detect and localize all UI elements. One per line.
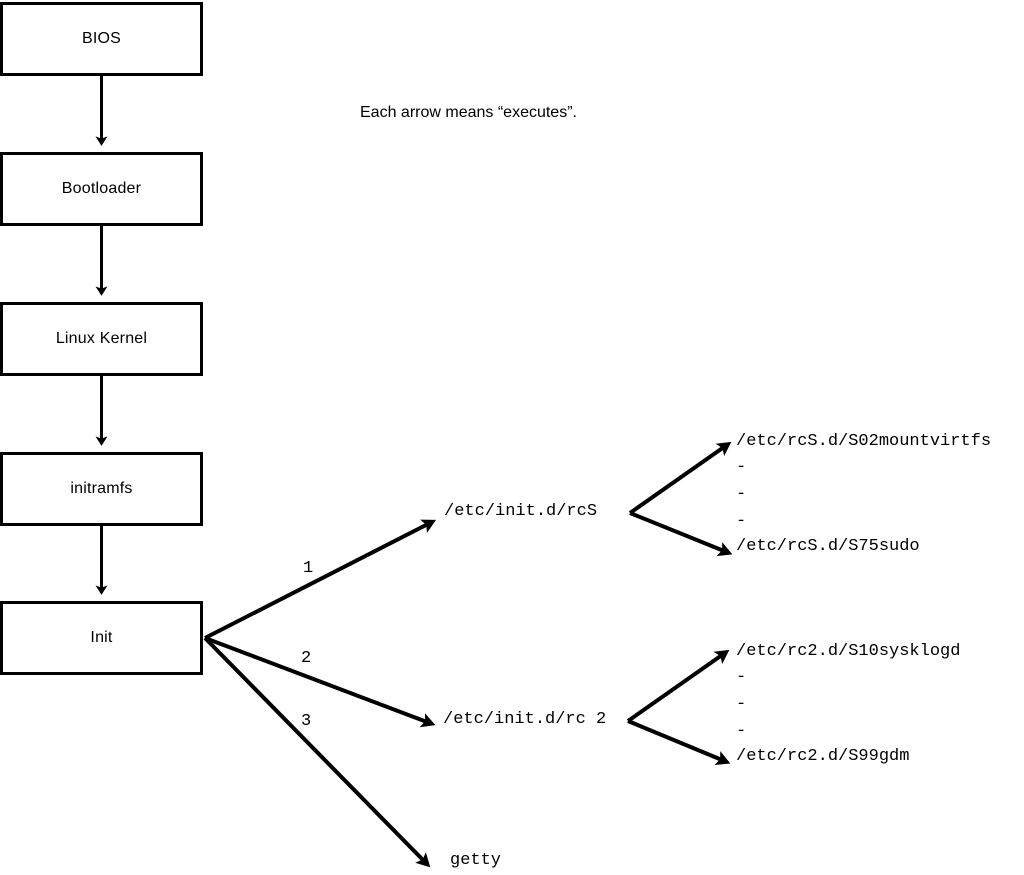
rc2-ellipsis-dash-1: - [736,668,747,687]
edge-init-to-rc2 [204,636,436,728]
node-bootloader[interactable]: Bootloader [0,152,203,226]
node-bios-label: BIOS [81,30,122,47]
edge-init-to-rcs [204,519,437,640]
rcs-ellipsis-dash-2: - [736,485,747,504]
node-init-label: Init [90,629,113,646]
rc2-script-first[interactable]: /etc/rc2.d/S10sysklogd [736,642,961,661]
edge-label-1: 1 [303,559,314,578]
node-initramfs[interactable]: initramfs [0,452,203,526]
rc2-ellipsis-dash-3: - [736,722,747,741]
node-linux-kernel-label: Linux Kernel [55,330,148,347]
edge-rcs-to-last [629,511,733,557]
edge-rc2-to-first [626,649,730,723]
rcs-ellipsis-dash-1: - [736,458,747,477]
node-init[interactable]: Init [0,601,203,675]
rc2-fanout-connectors [626,649,731,766]
rc2-ellipsis-dash-2: - [736,695,747,714]
branch-target-rc2[interactable]: /etc/init.d/rc 2 [443,710,607,729]
node-linux-kernel[interactable]: Linux Kernel [0,302,203,376]
node-bootloader-label: Bootloader [61,180,142,197]
branch-target-getty[interactable]: getty [450,851,502,870]
rcs-ellipsis-dash-3: - [736,512,747,531]
edge-init-to-getty [203,636,431,868]
rcs-fanout-connectors [628,441,733,557]
node-bios[interactable]: BIOS [0,2,203,76]
edge-rc2-to-last [627,719,731,766]
edge-label-3: 3 [301,712,312,731]
init-fanout-connectors [203,519,437,868]
edge-label-2: 2 [301,649,312,668]
rcs-script-last[interactable]: /etc/rcS.d/S75sudo [736,537,920,556]
edge-rcs-to-first [628,441,732,515]
diagram-caption: Each arrow means “executes”. [360,104,577,121]
rcs-script-first[interactable]: /etc/rcS.d/S02mountvirtfs [736,432,992,451]
rc2-script-last[interactable]: /etc/rc2.d/S99gdm [736,747,910,766]
branch-target-rcs[interactable]: /etc/init.d/rcS [444,502,598,521]
node-initramfs-label: initramfs [70,480,133,497]
